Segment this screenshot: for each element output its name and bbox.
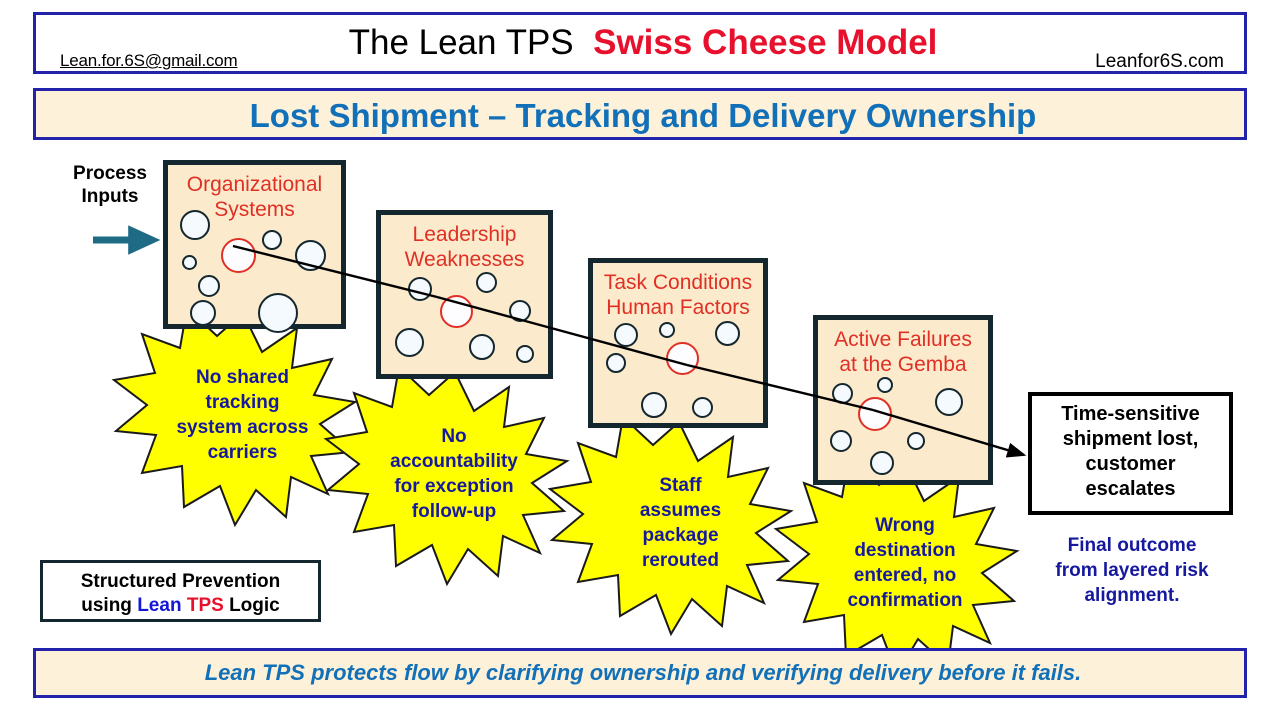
subtitle-text: Lost Shipment – Tracking and Delivery Ow… (249, 97, 1037, 134)
final-outcome-caption: Final outcome from layered risk alignmen… (1018, 533, 1246, 608)
slice-title-line2: Weaknesses (404, 248, 525, 271)
footer-banner: Lean TPS protects flow by clarifying own… (33, 648, 1247, 698)
cheese-hole (715, 321, 740, 346)
caption-line: from layered risk (1055, 560, 1209, 581)
prevention-line1: Structured Prevention (80, 571, 281, 592)
subtitle-banner: Lost Shipment – Tracking and Delivery Ow… (33, 88, 1247, 140)
prevention-tps: TPS (186, 595, 224, 616)
cheese-slice-leadership-weaknesses: Leadership Weaknesses (376, 210, 553, 379)
footer-text: Lean TPS protects flow by clarifying own… (204, 660, 1082, 685)
outcome-line: Time-sensitive (1061, 403, 1200, 425)
cheese-hole (692, 397, 713, 418)
trajectory-segment-2 (436, 295, 688, 367)
page-title: The Lean TPS Swiss Cheese Model (36, 23, 1250, 63)
cheese-hole (870, 451, 894, 475)
cheese-hole (509, 300, 531, 322)
cheese-hole (877, 377, 893, 393)
slice-title-line2: Human Factors (606, 296, 750, 319)
cheese-slice-title: Organizational Systems (168, 172, 341, 222)
slice-title-line1: Active Failures (834, 328, 972, 351)
cheese-hole (830, 430, 852, 452)
cheese-hole (606, 353, 626, 373)
trajectory-segment-1 (232, 244, 438, 299)
process-inputs-line2: Inputs (81, 186, 139, 207)
slice-title-line1: Organizational (186, 173, 323, 196)
cheese-slice-title: Leadership Weaknesses (381, 222, 548, 272)
structured-prevention-text: Structured Prevention using Lean TPS Log… (43, 570, 318, 618)
cheese-hole (262, 230, 282, 250)
cheese-hole (516, 345, 534, 363)
final-outcome-box: Time-sensitive shipment lost, customer e… (1028, 392, 1233, 515)
slice-title-line2: at the Gemba (839, 353, 967, 376)
cheese-hole (469, 334, 495, 360)
website-link[interactable]: Leanfor6S.com (1095, 51, 1224, 72)
cheese-hole (190, 300, 216, 326)
prevention-logic: Logic (223, 595, 280, 616)
slice-title-line1: Task Conditions (603, 271, 753, 294)
structured-prevention-box: Structured Prevention using Lean TPS Log… (40, 560, 321, 622)
cheese-hole (614, 323, 638, 347)
outcome-line: customer (1085, 453, 1176, 475)
cheese-hole-aligned (858, 397, 892, 431)
cheese-slice-task-conditions-human-factors: Task Conditions Human Factors (588, 258, 768, 428)
trajectory-segment-4 (872, 408, 1027, 458)
cheese-slice-title: Task Conditions Human Factors (593, 270, 763, 320)
final-outcome-text: Time-sensitive shipment lost, customer e… (1032, 402, 1229, 502)
contact-email-link[interactable]: Lean.for.6S@gmail.com (60, 51, 238, 70)
cheese-hole (659, 322, 675, 338)
cheese-hole (198, 275, 220, 297)
prevention-using: using (81, 595, 138, 616)
process-inputs-label: Process Inputs (56, 162, 164, 208)
page-title-black: The Lean TPS (348, 23, 574, 62)
cheese-hole (408, 277, 432, 301)
starburst-shape-staff-assumes (547, 415, 794, 637)
slice-title-line1: Leadership (412, 223, 517, 246)
cheese-slice-organizational-systems: Organizational Systems (163, 160, 346, 333)
cheese-hole (395, 328, 424, 357)
cheese-slice-title: Active Failures at the Gemba (818, 327, 988, 377)
cheese-slice-active-failures-gemba: Active Failures at the Gemba (813, 315, 993, 485)
cheese-hole-aligned (221, 238, 256, 273)
outcome-line: shipment lost, (1062, 428, 1199, 450)
cheese-hole (641, 392, 667, 418)
process-inputs-line1: Process (73, 163, 147, 184)
starburst-shape-no-accountability (323, 365, 570, 587)
starburst-shape-no-shared-tracking (111, 306, 358, 528)
cheese-hole (935, 388, 963, 416)
caption-line: Final outcome (1067, 535, 1197, 556)
prevention-lean: Lean (137, 595, 182, 616)
cheese-hole (182, 255, 197, 270)
trajectory-segment-3 (686, 363, 874, 412)
outcome-line: escalates (1085, 478, 1176, 500)
cheese-hole (258, 293, 298, 333)
page-title-red: Swiss Cheese Model (593, 23, 938, 62)
slice-title-line2: Systems (214, 198, 295, 221)
cheese-hole (907, 432, 925, 450)
header-bar: The Lean TPS Swiss Cheese Model Lean.for… (33, 12, 1247, 74)
caption-line: alignment. (1084, 585, 1180, 606)
cheese-hole (476, 272, 497, 293)
cheese-hole (180, 210, 210, 240)
